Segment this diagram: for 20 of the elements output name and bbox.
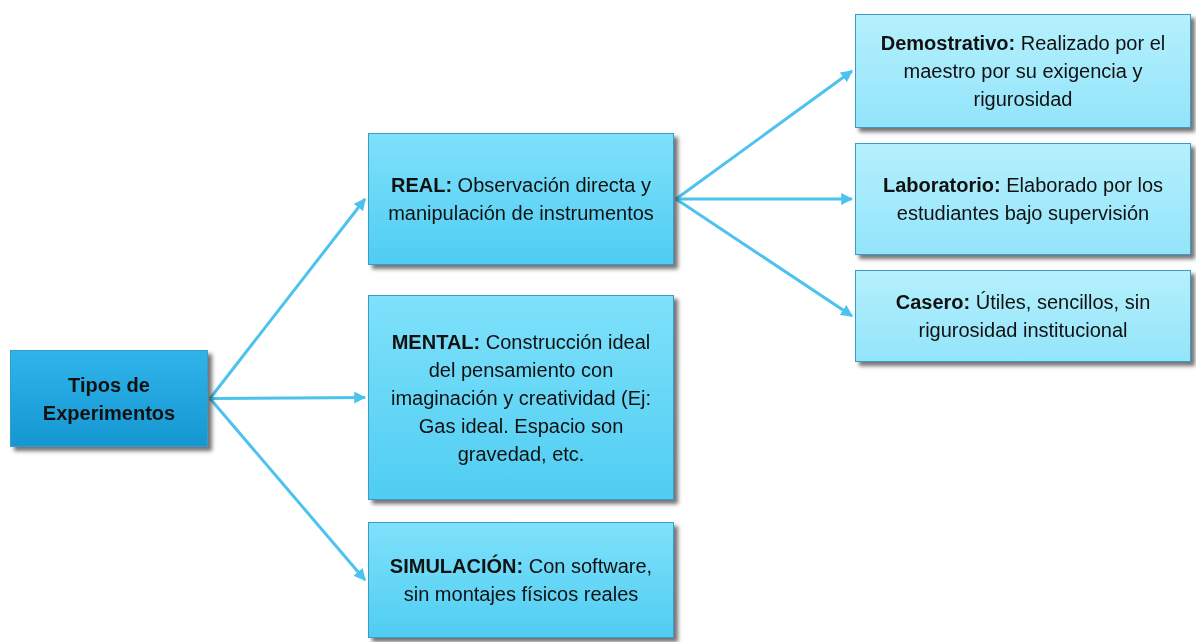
process-box	[855, 14, 1191, 128]
node-text: MENTAL: Construcción ideal del pensamiento con imaginación y creatividad (Ej: Gas ideal. Espacio son gravedad, etc.	[389, 329, 653, 467]
arrow	[675, 69, 853, 201]
process-box	[368, 133, 674, 265]
node-text: Casero: Útiles, sencillos, sin rigurosidad institucional	[894, 290, 1152, 343]
arrow	[676, 193, 854, 205]
node-text: Demostrativo: Realizado por el maestro por su exigencia y rigurosidad	[879, 31, 1167, 112]
arrow	[208, 198, 367, 400]
node-text: SIMULACIÓN: Con software, sin montajes físicos reales	[388, 553, 654, 607]
node-text: Laboratorio: Elaborado por los estudiantes bajo supervisión	[881, 173, 1165, 226]
arrow	[208, 397, 367, 581]
arrow	[210, 391, 367, 404]
process-box	[368, 295, 674, 500]
arrow	[675, 197, 853, 318]
process-box	[368, 522, 674, 638]
root-box	[10, 350, 208, 447]
node-text: Tipos de Experimentos	[41, 372, 177, 426]
node-text: REAL: Observación directa y manipulación de instrumentos	[387, 173, 655, 226]
process-box	[855, 270, 1191, 362]
process-box	[855, 143, 1191, 255]
